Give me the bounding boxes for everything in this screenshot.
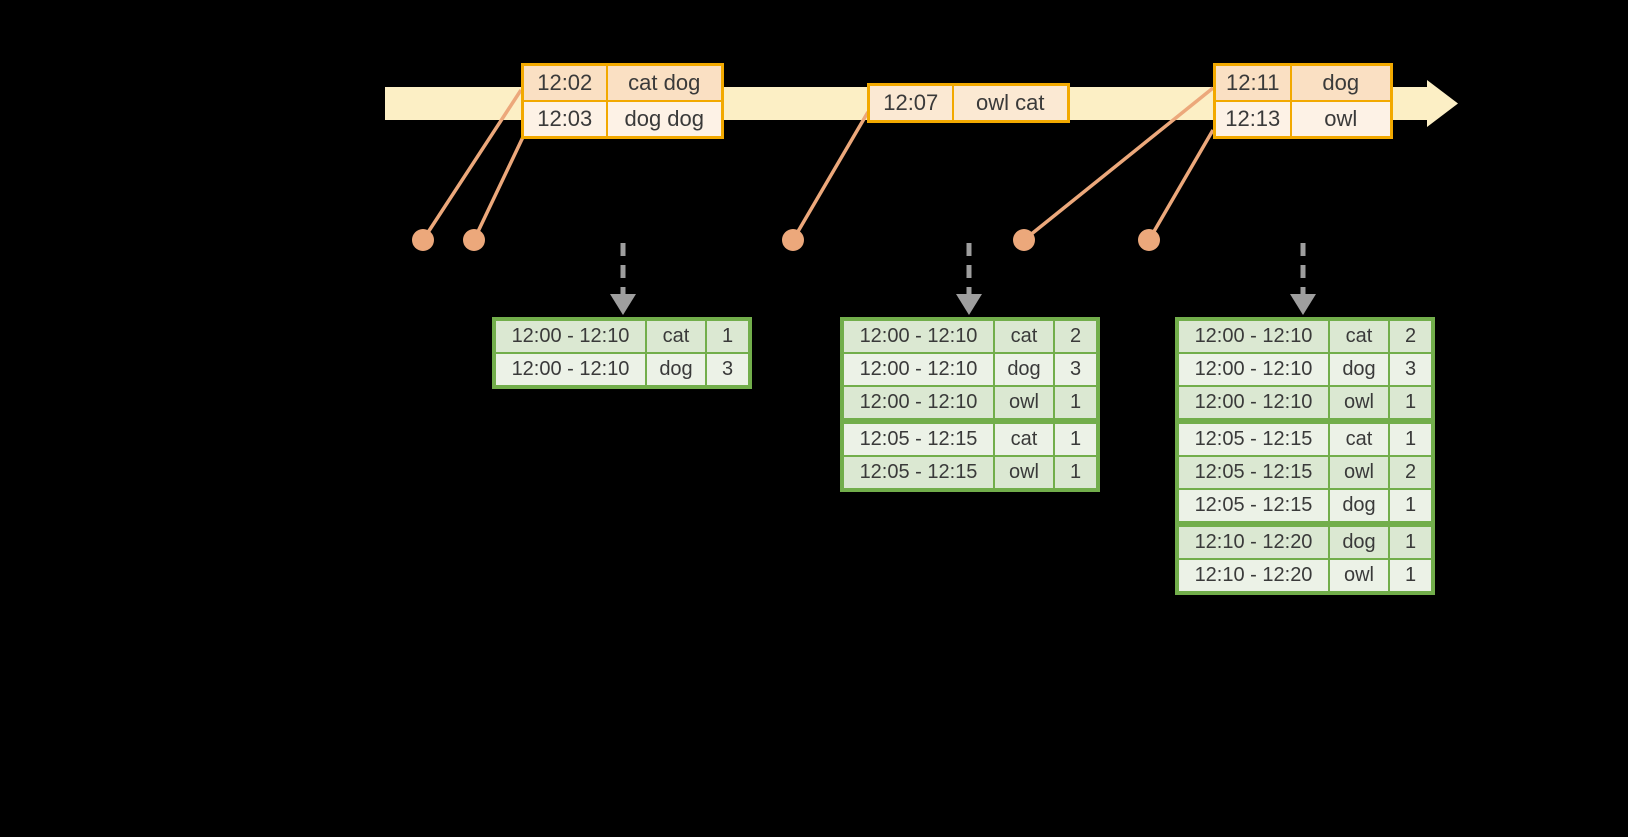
event-row: 12:07 owl cat bbox=[867, 83, 1070, 123]
result-word: dog bbox=[1328, 523, 1390, 560]
result-count: 1 bbox=[1388, 523, 1434, 560]
result-word: owl bbox=[1328, 385, 1390, 424]
result-word: owl bbox=[993, 455, 1055, 491]
result-row: 12:00 - 12:10 cat 1 bbox=[493, 318, 751, 354]
connector-line bbox=[472, 136, 525, 241]
result-window: 12:10 - 12:20 bbox=[1176, 523, 1330, 560]
event-words: owl cat bbox=[951, 83, 1070, 123]
result-row: 12:05 - 12:15 owl 1 bbox=[841, 455, 1099, 491]
result-row: 12:00 - 12:10 dog 3 bbox=[493, 352, 751, 388]
result-row: 12:10 - 12:20 dog 1 bbox=[1176, 523, 1434, 560]
dashed-arrowhead-icon bbox=[956, 294, 982, 315]
event-words: cat dog bbox=[605, 63, 724, 102]
result-row: 12:00 - 12:10 cat 2 bbox=[841, 318, 1099, 354]
timeline-arrowhead-icon bbox=[1427, 80, 1458, 127]
result-window: 12:05 - 12:15 bbox=[841, 420, 995, 457]
event-time: 12:03 bbox=[521, 100, 608, 139]
result-word: cat bbox=[993, 420, 1055, 457]
result-count: 1 bbox=[1388, 420, 1434, 457]
result-word: cat bbox=[1328, 318, 1390, 354]
event-dots bbox=[412, 229, 1160, 251]
result-count: 1 bbox=[1053, 455, 1099, 491]
result-word: dog bbox=[645, 352, 707, 388]
connector-line bbox=[421, 89, 523, 241]
result-table-2: 12:00 - 12:10 cat 2 12:00 - 12:10 dog 3 … bbox=[840, 317, 1100, 492]
event-batch-table-2: 12:07 owl cat bbox=[867, 83, 1070, 123]
result-count: 3 bbox=[1388, 352, 1434, 387]
result-row: 12:00 - 12:10 dog 3 bbox=[841, 352, 1099, 387]
result-count: 3 bbox=[705, 352, 751, 388]
result-word: dog bbox=[1328, 352, 1390, 387]
result-word: cat bbox=[1328, 420, 1390, 457]
event-time: 12:13 bbox=[1213, 100, 1292, 139]
event-time: 12:07 bbox=[867, 83, 954, 123]
result-count: 3 bbox=[1053, 352, 1099, 387]
result-window: 12:00 - 12:10 bbox=[1176, 352, 1330, 387]
connector-lines bbox=[421, 86, 1215, 242]
result-row: 12:00 - 12:10 owl 1 bbox=[841, 385, 1099, 424]
result-count: 2 bbox=[1388, 455, 1434, 490]
event-row: 12:11 dog bbox=[1213, 63, 1393, 102]
event-words: dog bbox=[1289, 63, 1393, 102]
event-time: 12:11 bbox=[1213, 63, 1292, 102]
connector-line bbox=[1147, 129, 1215, 241]
result-window: 12:00 - 12:10 bbox=[1176, 385, 1330, 424]
event-dot-icon bbox=[463, 229, 485, 251]
result-row: 12:05 - 12:15 owl 2 bbox=[1176, 455, 1434, 490]
result-count: 1 bbox=[705, 318, 751, 354]
result-count: 1 bbox=[1388, 488, 1434, 527]
flow-arrows bbox=[610, 243, 1316, 315]
result-window: 12:05 - 12:15 bbox=[1176, 488, 1330, 527]
result-window: 12:00 - 12:10 bbox=[493, 318, 647, 354]
result-word: owl bbox=[1328, 455, 1390, 490]
result-window: 12:10 - 12:20 bbox=[1176, 558, 1330, 594]
connector-line bbox=[1022, 86, 1215, 242]
result-count: 1 bbox=[1053, 420, 1099, 457]
result-count: 1 bbox=[1388, 558, 1434, 594]
result-word: dog bbox=[993, 352, 1055, 387]
event-row: 12:03 dog dog bbox=[521, 100, 724, 139]
result-row: 12:00 - 12:10 owl 1 bbox=[1176, 385, 1434, 424]
event-dot-icon bbox=[1138, 229, 1160, 251]
result-window: 12:05 - 12:15 bbox=[1176, 420, 1330, 457]
result-window: 12:00 - 12:10 bbox=[841, 352, 995, 387]
event-dot-icon bbox=[782, 229, 804, 251]
event-words: dog dog bbox=[605, 100, 724, 139]
result-count: 2 bbox=[1388, 318, 1434, 354]
connector-line bbox=[791, 111, 870, 241]
result-word: dog bbox=[1328, 488, 1390, 527]
event-dot-icon bbox=[412, 229, 434, 251]
result-count: 1 bbox=[1053, 385, 1099, 424]
event-row: 12:02 cat dog bbox=[521, 63, 724, 102]
result-window: 12:00 - 12:10 bbox=[493, 352, 647, 388]
result-row: 12:05 - 12:15 dog 1 bbox=[1176, 488, 1434, 527]
result-word: owl bbox=[993, 385, 1055, 424]
event-batch-table-3: 12:11 dog 12:13 owl bbox=[1213, 63, 1393, 139]
dashed-arrowhead-icon bbox=[1290, 294, 1316, 315]
result-word: cat bbox=[645, 318, 707, 354]
result-row: 12:10 - 12:20 owl 1 bbox=[1176, 558, 1434, 594]
result-row: 12:00 - 12:10 dog 3 bbox=[1176, 352, 1434, 387]
dashed-arrowhead-icon bbox=[610, 294, 636, 315]
event-batch-table-1: 12:02 cat dog 12:03 dog dog bbox=[521, 63, 724, 139]
result-table-1: 12:00 - 12:10 cat 1 12:00 - 12:10 dog 3 bbox=[492, 317, 752, 389]
result-row: 12:05 - 12:15 cat 1 bbox=[841, 420, 1099, 457]
result-window: 12:05 - 12:15 bbox=[841, 455, 995, 491]
result-word: owl bbox=[1328, 558, 1390, 594]
result-window: 12:00 - 12:10 bbox=[841, 385, 995, 424]
result-window: 12:05 - 12:15 bbox=[1176, 455, 1330, 490]
result-row: 12:00 - 12:10 cat 2 bbox=[1176, 318, 1434, 354]
event-time: 12:02 bbox=[521, 63, 608, 102]
result-window: 12:00 - 12:10 bbox=[841, 318, 995, 354]
event-dot-icon bbox=[1013, 229, 1035, 251]
result-count: 1 bbox=[1388, 385, 1434, 424]
result-count: 2 bbox=[1053, 318, 1099, 354]
result-table-3: 12:00 - 12:10 cat 2 12:00 - 12:10 dog 3 … bbox=[1175, 317, 1435, 595]
event-row: 12:13 owl bbox=[1213, 100, 1393, 139]
result-row: 12:05 - 12:15 cat 1 bbox=[1176, 420, 1434, 457]
event-words: owl bbox=[1289, 100, 1393, 139]
result-window: 12:00 - 12:10 bbox=[1176, 318, 1330, 354]
result-word: cat bbox=[993, 318, 1055, 354]
